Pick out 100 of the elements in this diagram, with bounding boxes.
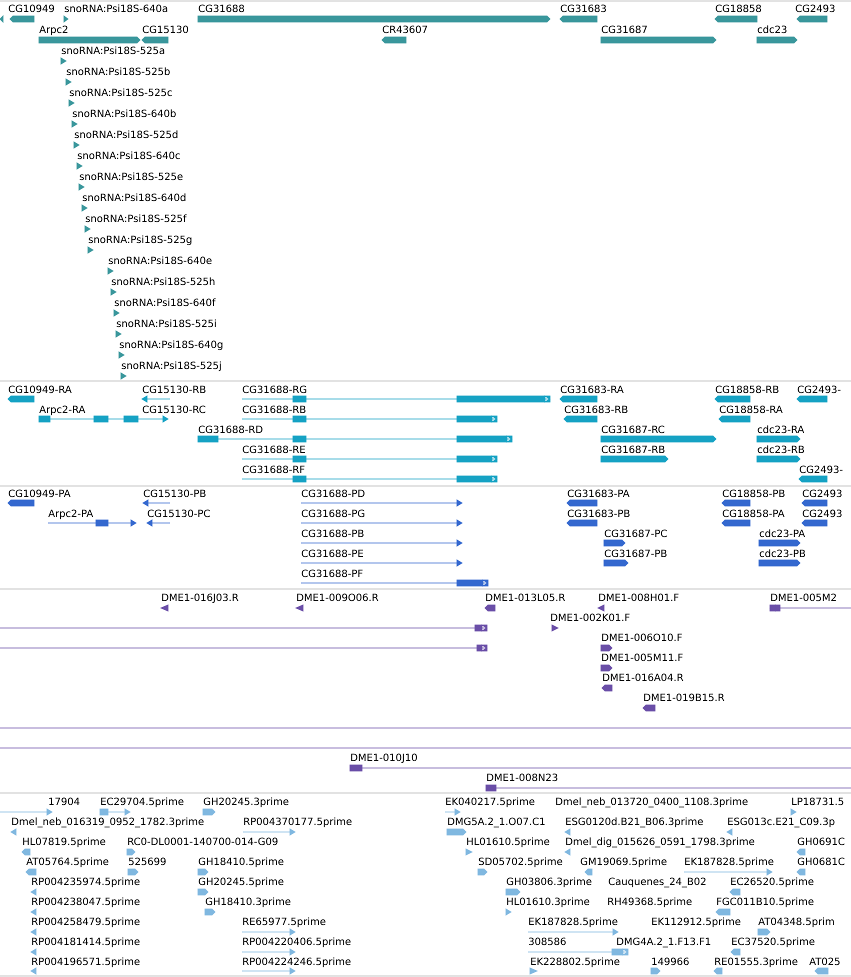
- feature-label: EK187828.5prime: [685, 857, 774, 868]
- feature-label: CG31688-PE: [302, 550, 364, 558]
- feature-label: CG15130: [142, 26, 188, 34]
- feature-label: 17904: [49, 798, 80, 806]
- feature-label: snoRNA:Psi18S-525c: [70, 88, 172, 96]
- feature-label: DME1-016J03.R: [162, 594, 238, 604]
- feature-label: DME1-008N23: [487, 774, 558, 782]
- feature-label: cdc23-PA: [760, 529, 806, 538]
- feature-label: CG31687-PB: [604, 550, 667, 558]
- feature-label: Cauquenes_24_B02: [608, 878, 706, 888]
- feature-label: CG31688-RF: [242, 466, 304, 474]
- feature-label: 525699: [128, 858, 166, 866]
- feature-label: DME1-002K01.F: [551, 614, 630, 622]
- feature-label: DME1-005M2: [771, 594, 836, 602]
- feature-label: GH18410.5prime: [198, 857, 284, 868]
- feature-label: DME1-005M11.F: [602, 654, 683, 662]
- feature-label: Arpc2: [39, 26, 68, 36]
- feature-label: CG10949-PA: [8, 490, 70, 498]
- feature-label: snoRNA:Psi18S-525e: [80, 172, 183, 180]
- feature-label: RP004196571.5prime: [32, 957, 140, 968]
- feature-label: CG18858-RA: [720, 406, 783, 414]
- feature-label: snoRNA:Psi18S-525b: [66, 67, 170, 76]
- feature-label: RP004181414.5prime: [32, 937, 140, 948]
- feature-label: CG18858: [716, 4, 762, 12]
- feature-label: ESG0120d.B21_B06.3prime: [566, 817, 703, 828]
- feature-label: GH0681C: [798, 858, 844, 866]
- feature-label: FGC011B10.5prime: [717, 897, 814, 908]
- feature-label: CG31688-PF: [302, 570, 363, 578]
- feature-label: CG31687-PC: [604, 530, 667, 538]
- feature-label: DME1-009O06.R: [297, 594, 378, 602]
- feature-label: CG2493: [796, 4, 835, 12]
- feature-label: DME1-013L05.R: [486, 594, 566, 602]
- feature-label: snoRNA:Psi18S-640g: [120, 340, 222, 350]
- feature-label: GH20245.3prime: [204, 797, 288, 808]
- feature-label: CG31683-RB: [564, 406, 628, 414]
- feature-label: Dmel_dig_015626_0591_1798.3prime: [566, 837, 754, 848]
- feature-label: CG10949: [8, 4, 54, 12]
- feature-label: CG18858-RB: [716, 386, 778, 394]
- feature-label: 308586: [528, 938, 566, 946]
- feature-label: DME1-006O10.F: [602, 634, 682, 642]
- feature-label: EC26520.5prime: [731, 877, 814, 888]
- feature-label: snoRNA:Psi18S-640c: [78, 151, 180, 160]
- feature-label: RE65977.5prime: [243, 917, 326, 928]
- feature-label: GH20245.5prime: [198, 877, 284, 888]
- feature-label: CG15130-RB: [142, 386, 206, 394]
- feature-label: CG2493: [802, 510, 842, 518]
- feature-label: CG31687-RC: [602, 426, 664, 434]
- feature-label: cdc23-PB: [760, 549, 806, 558]
- feature-label: snoRNA:Psi18S-640d: [82, 193, 186, 202]
- feature-label: GH03806.3prime: [506, 877, 592, 888]
- feature-label: EK187828.5prime: [529, 917, 618, 928]
- feature-label: cdc23: [758, 25, 786, 34]
- feature-label: CG31688-RE: [242, 446, 305, 454]
- feature-label: LP18731.5: [792, 798, 844, 806]
- feature-label: DME1-010J10: [351, 754, 417, 764]
- feature-label: snoRNA:Psi18S-525i: [116, 319, 216, 328]
- feature-label: RP004370177.5prime: [244, 817, 352, 828]
- feature-label: snoRNA:Psi18S-525j: [122, 361, 221, 372]
- feature-label: DMG5A.2_1.O07.C1: [448, 818, 545, 828]
- feature-label: DMG4A.2_1.F13.F1: [617, 938, 710, 948]
- feature-label: cdc23-RB: [758, 445, 804, 454]
- feature-label: snoRNA:Psi18S-640b: [72, 109, 176, 118]
- feature-label: CG18858-PA: [722, 510, 784, 518]
- feature-label: EC29704.5prime: [101, 797, 184, 808]
- feature-label: CG31683-PB: [568, 510, 630, 518]
- feature-label: AT05764.5prime: [26, 857, 108, 868]
- feature-label: snoRNA:Psi18S-525f: [86, 214, 187, 222]
- feature-label: snoRNA:Psi18S-525a: [62, 46, 164, 54]
- feature-label: EK228802.5prime: [531, 957, 620, 968]
- feature-label: CG15130-PB: [144, 490, 206, 498]
- feature-label: CG31688-PB: [302, 530, 364, 538]
- feature-label: CG31688-PG: [302, 510, 364, 518]
- feature-label: Arpc2-RA: [39, 406, 86, 416]
- feature-label: snoRNA:Psi18S-525g: [88, 235, 192, 246]
- feature-label: HL01610.5prime: [467, 837, 550, 848]
- feature-label: CR43607: [382, 26, 428, 34]
- feature-label: HL07819.5prime: [23, 837, 106, 848]
- feature-label: Dmel_neb_016319_0952_1782.3prime: [12, 817, 204, 828]
- feature-label: CG31688: [198, 4, 244, 12]
- feature-label: EC37520.5prime: [732, 937, 814, 948]
- feature-label: GH18410.3prime: [206, 897, 290, 908]
- feature-label: CG31683: [560, 4, 606, 12]
- feature-label: CG31687-RB: [602, 446, 664, 454]
- feature-label: snoRNA:Psi18S-640f: [114, 298, 216, 306]
- feature-label: CG2493-: [798, 386, 840, 394]
- feature-label: AT025: [809, 958, 840, 966]
- feature-label: CG2493: [802, 490, 842, 498]
- feature-label: RP004224246.5prime: [243, 957, 351, 968]
- feature-label: CG15130-RC: [142, 406, 206, 414]
- feature-label: CG31688-RD: [198, 426, 262, 434]
- feature-label: HL01610.3prime: [507, 897, 590, 908]
- feature-label: Arpc2-PA: [48, 510, 94, 520]
- feature-label: CG31683-PA: [568, 490, 630, 498]
- feature-label: RP004238047.5prime: [32, 897, 140, 908]
- feature-label: RC0-DL0001-140700-014-G09: [128, 838, 278, 846]
- feature-label: CG15130-PC: [148, 510, 210, 518]
- feature-label: EK040217.5prime: [446, 797, 534, 808]
- feature-label: RP004258479.5prime: [32, 917, 140, 928]
- feature-label: 149966: [652, 958, 689, 966]
- feature-label: GM19069.5prime: [580, 857, 667, 868]
